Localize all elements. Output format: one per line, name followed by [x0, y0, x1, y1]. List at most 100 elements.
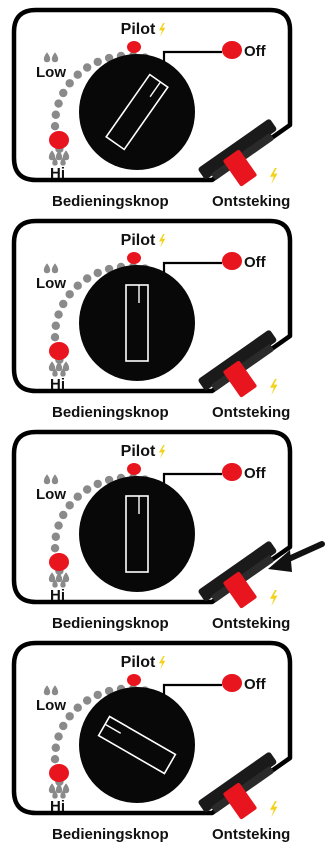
pilot-marker — [127, 41, 141, 53]
ignition-caption: Ontsteking — [212, 615, 290, 632]
control-knob-caption: Bedieningsknop — [52, 615, 169, 632]
setting-dot — [65, 712, 74, 721]
setting-dot — [93, 268, 102, 278]
setting-dot — [93, 57, 102, 67]
control-knob — [79, 265, 195, 381]
spark-icon — [270, 379, 278, 396]
knob-pointer-notch — [149, 81, 162, 98]
setting-dot — [51, 743, 61, 752]
knob-pointer-group — [125, 495, 149, 573]
hi-marker — [49, 342, 69, 360]
setting-dot — [50, 122, 60, 131]
knob-pointer — [125, 495, 149, 573]
setting-dot — [73, 281, 82, 290]
control-knob-caption: Bedieningsknop — [52, 404, 169, 421]
setting-dot — [82, 485, 92, 494]
pilot-label: Pilot — [121, 443, 156, 460]
setting-dot — [82, 696, 92, 705]
off-marker — [222, 252, 242, 270]
hi-marker — [49, 553, 69, 571]
pilot-label: Pilot — [121, 232, 156, 249]
knob-pointer-group — [105, 73, 169, 151]
pilot-spark-icon — [159, 234, 166, 248]
setting-dot — [50, 755, 60, 764]
low-label: Low — [36, 275, 66, 292]
setting-dot — [59, 299, 68, 309]
pilot-spark-icon — [159, 445, 166, 459]
setting-dot — [82, 274, 92, 283]
ignition-housing — [198, 752, 277, 812]
knob-pointer-group — [125, 284, 149, 362]
pilot-spark-icon — [159, 656, 166, 670]
setting-dot — [65, 290, 74, 299]
pilot-spark-icon — [159, 23, 166, 37]
ignition-button — [223, 360, 257, 398]
setting-dot — [65, 79, 74, 88]
hi-marker — [49, 764, 69, 782]
setting-dot — [51, 110, 61, 119]
hi-label: Hi — [50, 376, 65, 393]
ignition-housing — [198, 330, 277, 390]
setting-dot — [54, 521, 63, 530]
setting-dot — [50, 333, 60, 342]
control-knob — [79, 687, 195, 803]
control-knob — [79, 54, 195, 170]
spark-icon — [270, 801, 278, 818]
setting-dot — [54, 732, 63, 741]
control-knob-caption: Bedieningsknop — [52, 826, 169, 843]
spark-icon — [270, 168, 278, 185]
ignition-button — [223, 782, 257, 820]
off-marker — [222, 41, 242, 59]
pilot-marker — [127, 463, 141, 475]
low-label: Low — [36, 697, 66, 714]
pilot-label: Pilot — [121, 654, 156, 671]
knob-pointer — [105, 73, 169, 151]
spark-icon — [270, 590, 278, 607]
pointer-arrow-head — [268, 550, 292, 572]
setting-dot — [73, 703, 82, 712]
low-label: Low — [36, 486, 66, 503]
knob-pointer — [97, 715, 177, 775]
ignition-button — [223, 149, 257, 187]
off-label: Off — [244, 465, 267, 482]
control-knob — [79, 476, 195, 592]
pilot-label: Pilot — [121, 21, 156, 38]
hi-label: Hi — [50, 798, 65, 815]
knob-pointer-group — [97, 715, 177, 775]
setting-dot — [73, 492, 82, 501]
control-knob-caption: Bedieningsknop — [52, 193, 169, 210]
off-label: Off — [244, 254, 267, 271]
off-label: Off — [244, 676, 267, 693]
off-marker — [222, 463, 242, 481]
ignition-button — [223, 571, 257, 609]
setting-dot — [93, 690, 102, 700]
ignition-caption: Ontsteking — [212, 404, 290, 421]
off-label: Off — [244, 43, 267, 60]
knob-pointer-notch — [104, 723, 122, 734]
setting-dot — [50, 544, 60, 553]
setting-dot — [51, 532, 61, 541]
setting-dot — [73, 70, 82, 79]
pilot-marker — [127, 674, 141, 686]
ignition-housing — [198, 541, 277, 601]
ignition-housing — [198, 119, 277, 179]
setting-dot — [82, 63, 92, 72]
knob-pointer — [125, 284, 149, 362]
setting-dot — [59, 510, 68, 520]
low-label: Low — [36, 64, 66, 81]
setting-dot — [93, 479, 102, 489]
pilot-marker — [127, 252, 141, 264]
hi-label: Hi — [50, 587, 65, 604]
setting-dot — [59, 88, 68, 98]
hi-label: Hi — [50, 165, 65, 182]
pointer-arrow-icon — [268, 541, 325, 572]
setting-dot — [59, 721, 68, 731]
